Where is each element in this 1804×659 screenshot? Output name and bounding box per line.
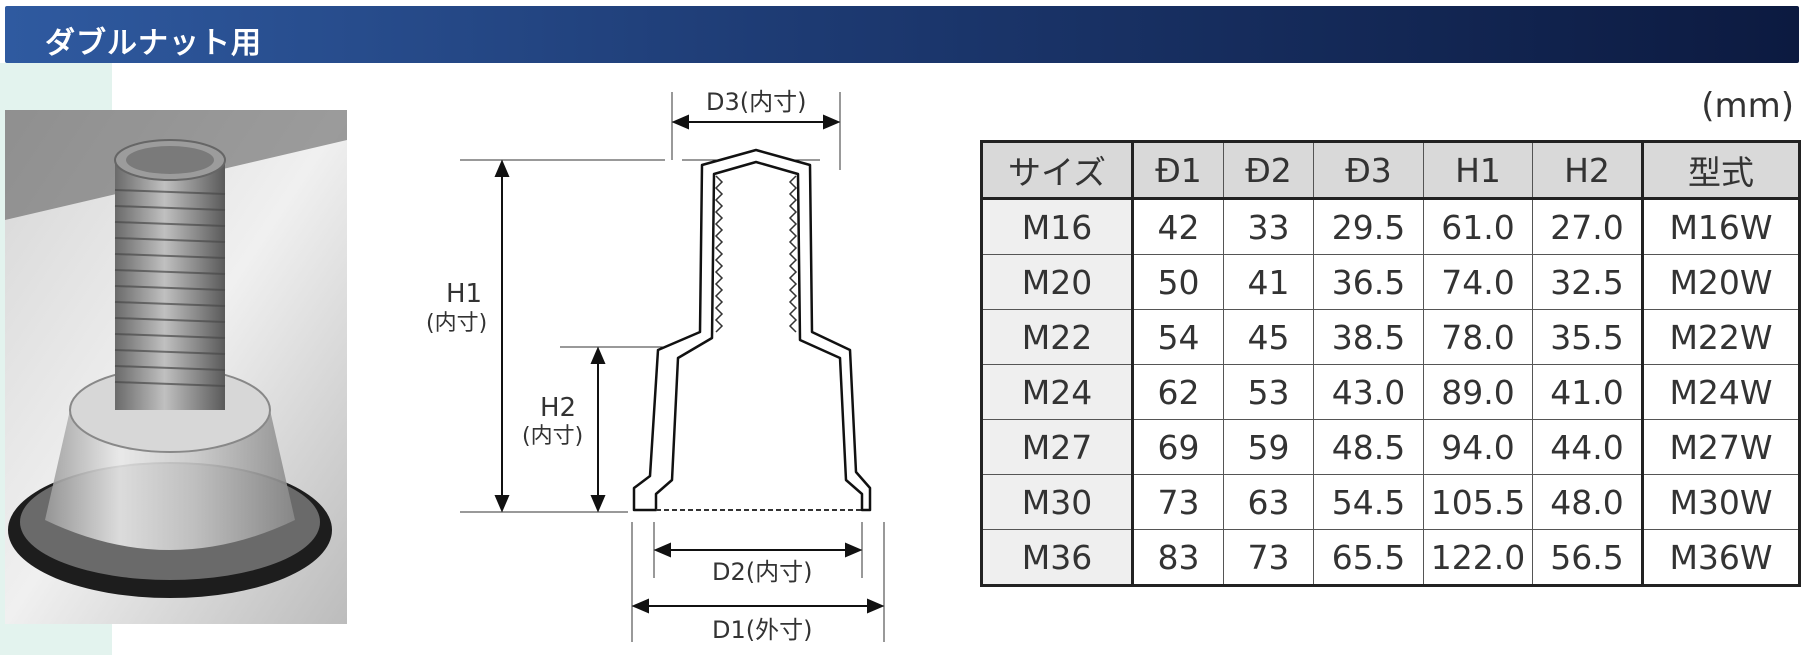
cell-d3: 36.5: [1313, 254, 1424, 310]
cell-h2: 41.0: [1532, 364, 1644, 420]
cell-d1: 73: [1132, 474, 1224, 530]
cell-model: M30W: [1642, 474, 1800, 530]
cell-size: M22: [981, 309, 1134, 365]
cell-d2: 59: [1223, 419, 1314, 475]
d1-label: D1(外寸): [712, 616, 812, 644]
cell-h2: 32.5: [1532, 254, 1644, 310]
h1-sub-label: (内寸): [426, 311, 487, 336]
table-row: M24 62 53 43.0 89.0 41.0 M24W: [981, 364, 1800, 420]
header-d3: Ð3: [1313, 141, 1424, 200]
cell-d3: 54.5: [1313, 474, 1424, 530]
cell-d3: 29.5: [1313, 198, 1424, 255]
header-d1: Ð1: [1132, 141, 1224, 200]
header-size: サイズ: [981, 141, 1134, 200]
header-h2: H2: [1532, 141, 1644, 200]
cell-d2: 33: [1223, 198, 1314, 255]
cell-model: M22W: [1642, 309, 1800, 365]
cell-d2: 41: [1223, 254, 1314, 310]
cell-d1: 69: [1132, 419, 1224, 475]
cell-h1: 74.0: [1423, 254, 1533, 310]
cell-d3: 38.5: [1313, 309, 1424, 365]
cell-h2: 35.5: [1532, 309, 1644, 365]
cell-d3: 43.0: [1313, 364, 1424, 420]
cell-h1: 89.0: [1423, 364, 1533, 420]
cell-model: M36W: [1642, 529, 1800, 586]
d3-label: D3(内寸): [706, 88, 806, 116]
header-d2: Ð2: [1223, 141, 1314, 200]
section-title: ダブルナット用: [45, 26, 262, 61]
cell-d1: 54: [1132, 309, 1224, 365]
cell-d2: 53: [1223, 364, 1314, 420]
cell-model: M16W: [1642, 198, 1800, 255]
cell-size: M27: [981, 419, 1134, 475]
table-row: M36 83 73 65.5 122.0 56.5 M36W: [981, 529, 1800, 586]
cell-h2: 56.5: [1532, 529, 1644, 586]
table-row: M16 42 33 29.5 61.0 27.0 M16W: [981, 198, 1800, 255]
cell-d1: 83: [1132, 529, 1224, 586]
cell-h1: 122.0: [1423, 529, 1533, 586]
product-photo: [5, 110, 347, 624]
cell-model: M24W: [1642, 364, 1800, 420]
spec-table: サイズ Ð1 Ð2 Ð3 H1 H2 型式 M16 42 33 29.5 61.…: [980, 140, 1801, 587]
table-row: M22 54 45 38.5 78.0 35.5 M22W: [981, 309, 1800, 365]
cell-d2: 45: [1223, 309, 1314, 365]
unit-label: (mm): [1701, 86, 1794, 126]
cell-d1: 62: [1132, 364, 1224, 420]
cell-model: M27W: [1642, 419, 1800, 475]
h1-label: H1: [446, 279, 482, 309]
cell-d1: 50: [1132, 254, 1224, 310]
cell-model: M20W: [1642, 254, 1800, 310]
cell-size: M24: [981, 364, 1134, 420]
section-header: ダブルナット用: [5, 6, 1799, 63]
cell-d2: 73: [1223, 529, 1314, 586]
cell-size: M36: [981, 529, 1134, 586]
cell-h1: 94.0: [1423, 419, 1533, 475]
cell-h1: 61.0: [1423, 198, 1533, 255]
cell-size: M30: [981, 474, 1134, 530]
cell-h1: 78.0: [1423, 309, 1533, 365]
table-header-row: サイズ Ð1 Ð2 Ð3 H1 H2 型式: [981, 141, 1800, 200]
cell-d1: 42: [1132, 198, 1224, 255]
cell-h2: 44.0: [1532, 419, 1644, 475]
table-row: M20 50 41 36.5 74.0 32.5 M20W: [981, 254, 1800, 310]
cell-d3: 65.5: [1313, 529, 1424, 586]
cell-h2: 27.0: [1532, 198, 1644, 255]
cell-size: M16: [981, 198, 1134, 255]
cell-d3: 48.5: [1313, 419, 1424, 475]
table-row: M30 73 63 54.5 105.5 48.0 M30W: [981, 474, 1800, 530]
h2-label: H2: [540, 393, 576, 423]
header-h1: H1: [1423, 141, 1533, 200]
d2-label: D2(内寸): [712, 558, 812, 586]
table-row: M27 69 59 48.5 94.0 44.0 M27W: [981, 419, 1800, 475]
cell-h2: 48.0: [1532, 474, 1644, 530]
header-model: 型式: [1642, 141, 1800, 200]
dimension-diagram: D3(内寸) H1 (内寸) H2 (内寸) D2(内寸) D1(外寸): [400, 70, 920, 655]
cell-size: M20: [981, 254, 1134, 310]
cell-h1: 105.5: [1423, 474, 1533, 530]
cell-d2: 63: [1223, 474, 1314, 530]
h2-sub-label: (内寸): [522, 424, 583, 449]
